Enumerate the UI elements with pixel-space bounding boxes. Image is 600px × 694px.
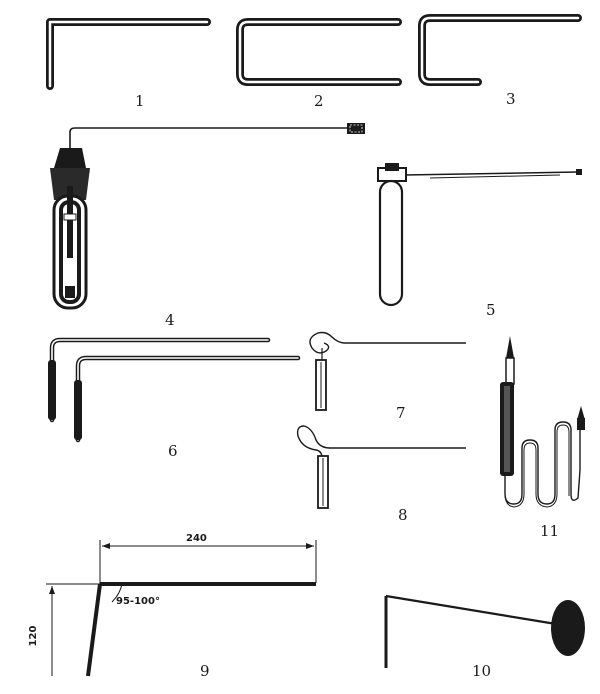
figure-8-loop-probe [296, 425, 466, 509]
figure-label-6: 6 [168, 442, 178, 460]
figure-5-cylinder-probe [377, 163, 582, 307]
figure-11-coiled-probe [500, 336, 585, 508]
figure-label-3: 3 [506, 90, 516, 108]
figure-6-l-probes [48, 337, 301, 443]
figure-label-7: 7 [396, 404, 406, 422]
figure-label-2: 2 [314, 92, 324, 110]
figure-label-10: 10 [472, 662, 491, 680]
figure-2-u-rod [236, 18, 402, 86]
figure-label-9: 9 [200, 662, 210, 680]
figure-9-dimensioned-probe: 240 95-100° 120 [28, 533, 317, 677]
dimension-height: 120 [28, 626, 39, 647]
figure-1-l-rod [46, 18, 211, 90]
figure-7-loop-probe [309, 331, 466, 411]
figure-label-5: 5 [486, 301, 496, 319]
figure-label-1: 1 [135, 92, 145, 110]
figure-label-4: 4 [165, 311, 175, 329]
figure-10-disc-probe [384, 594, 585, 668]
figure-label-11: 11 [540, 522, 559, 540]
dimension-angle: 95-100° [116, 596, 160, 607]
dimension-length: 240 [186, 533, 207, 544]
figure-label-8: 8 [398, 506, 408, 524]
figure-4-tube-instrument [50, 123, 365, 310]
figure-3-u-rod [418, 14, 582, 86]
